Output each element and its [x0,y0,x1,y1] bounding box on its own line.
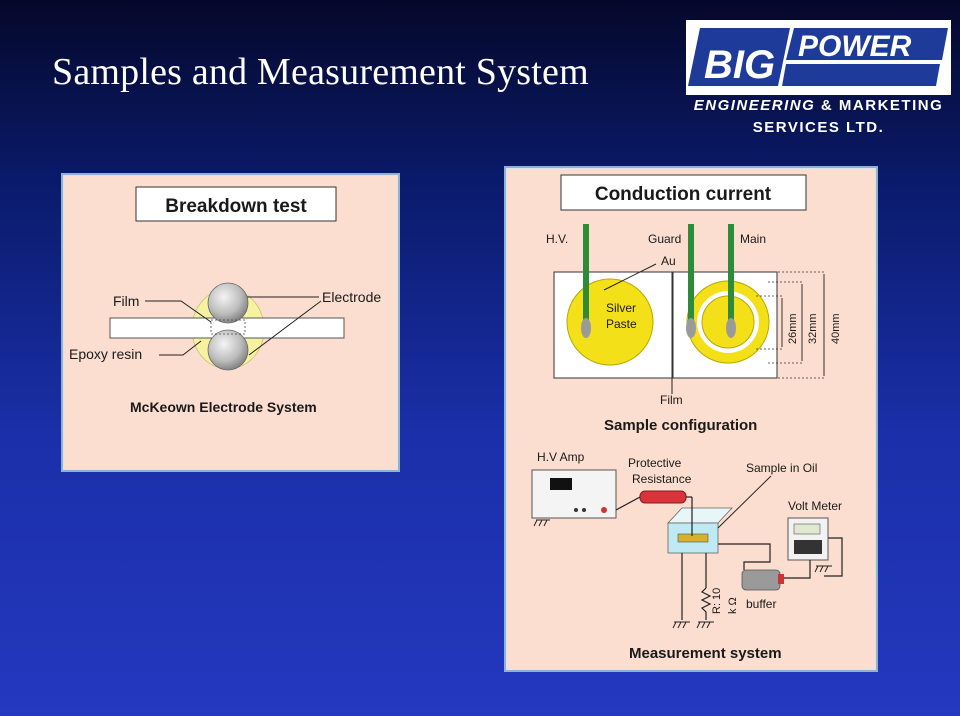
hv-amp-knob-2 [582,508,586,512]
guard-probe [688,224,694,324]
sample-oil-pointer [717,475,772,529]
guard-label: Guard [648,232,681,246]
dim-40-label: 40mm [830,313,842,344]
measurement-caption: Measurement system [629,645,782,662]
logo-marketing: & MARKETING [815,97,944,114]
resistor-unit-label: k Ω [727,597,739,614]
sample-in-tank [677,533,709,543]
electrode-leader-lower [248,300,322,356]
conduction-heading-box [560,174,807,211]
protective-label: Protective [628,456,682,470]
conduction-heading: Conduction current [595,184,772,205]
breakdown-heading: Breakdown test [165,196,307,217]
hv-amp-knob-1 [574,508,578,512]
dim-32-label: 32mm [807,313,819,344]
main-label: Main [740,232,766,246]
resistor-r10k [700,587,712,620]
wire-meter-ground [824,537,843,577]
electrode-label: Electrode [322,289,381,305]
dim-26-label: 26mm [787,313,799,344]
paste-label: Paste [606,317,637,331]
epoxy-label: Epoxy resin [69,346,142,362]
company-logo: BIG POWER [686,20,951,95]
hv-probe [583,224,589,324]
mckeown-electrode-diagram: Breakdown test Film Electrode Epoxy resi… [69,186,381,415]
main-probe [728,224,734,324]
hv-amp-display [550,478,572,490]
hv-amp-output [601,507,607,513]
hv-probe-tip [581,318,591,338]
au-pointer [603,263,657,291]
big-power-logo-graphic: BIG POWER [688,28,948,87]
logo-services: SERVICES LTD. [752,119,885,136]
resistor-value-label: R: 10 [711,588,723,614]
buffer-label: buffer [746,597,776,611]
wire-sample-to-buffer [718,543,771,570]
wire-buffer-to-meter [784,560,811,579]
logo-big-text: BIG [704,43,775,87]
buffer-device [741,569,781,591]
logo-engineering: ENGINEERING [693,97,816,114]
breakdown-test-panel: Breakdown test Film Electrode Epoxy resi… [61,173,400,472]
hv-amp-label: H.V Amp [537,450,585,464]
logo-subtitle: ENGINEERING & MARKETING SERVICES LTD. [686,95,951,139]
mckeown-caption: McKeown Electrode System [130,399,317,415]
main-probe-tip [726,318,736,338]
slide-title: Samples and Measurement System [52,51,589,93]
wire-amp-to-resistor [615,496,641,511]
ground-symbols [533,519,832,629]
epoxy-leader-line [159,340,202,356]
sample-config-caption: Sample configuration [604,417,757,434]
au-label: Au [661,254,676,268]
volt-meter-label: Volt Meter [788,499,842,513]
logo-power-text: POWER [798,30,912,63]
breakdown-heading-box [135,186,337,222]
guard-probe-tip [686,318,696,338]
buffer-terminal [778,574,784,584]
upper-electrode-sphere [207,282,249,324]
protective-resistor [639,490,687,504]
film-leader-line [145,300,212,323]
lower-electrode-sphere [207,329,249,371]
oil-tank-top [667,507,733,524]
resistance-label: Resistance [632,472,692,486]
sample-oil-label: Sample in Oil [746,461,817,475]
conduction-current-diagram: Conduction current H.V. Guard Main Au Si… [531,174,843,662]
silver-label: Silver [606,301,636,315]
hv-label: H.V. [546,232,568,246]
volt-meter-keypad [794,540,822,554]
contact-zone [210,319,246,335]
film-label: Film [113,293,139,309]
volt-meter-display [793,523,821,535]
conduction-current-panel: Conduction current H.V. Guard Main Au Si… [504,166,878,672]
film-label-2: Film [660,393,683,407]
